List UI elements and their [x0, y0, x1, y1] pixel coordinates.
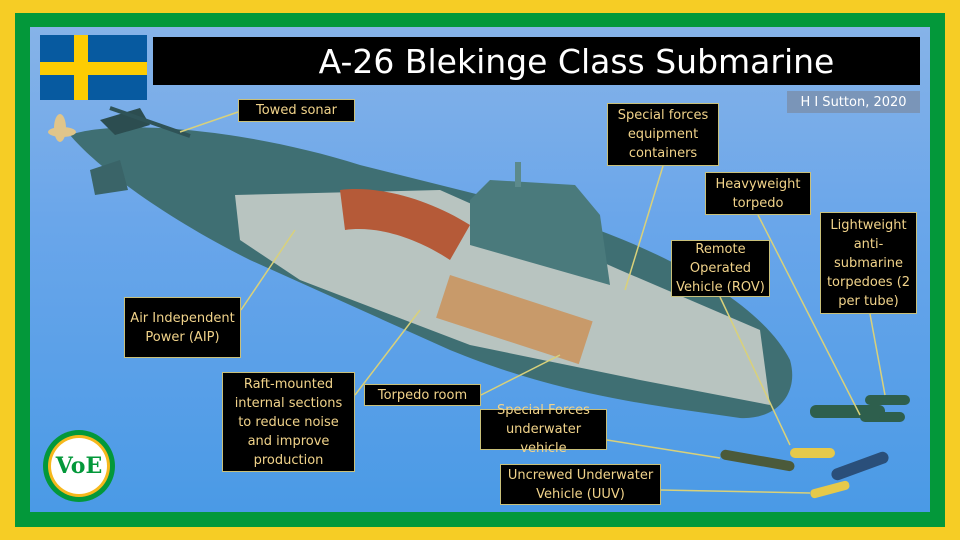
- label-uuv: Uncrewed Underwater Vehicle (UUV): [500, 464, 661, 505]
- propeller-icon: [48, 114, 76, 142]
- sweden-flag: [40, 35, 147, 100]
- rudder-fin: [90, 160, 128, 195]
- label-sf-underwater-vehicle: Special Forces underwater vehicle: [480, 403, 607, 456]
- label-aip: Air Independent Power (AIP): [124, 297, 241, 358]
- torpedoes: [720, 395, 910, 499]
- label-towed-sonar: Towed sonar: [238, 99, 355, 122]
- logo-text: VoE: [51, 438, 107, 494]
- leader-lines: [179, 111, 886, 494]
- author-credit: H I Sutton, 2020: [787, 91, 920, 113]
- label-rov: Remote Operated Vehicle (ROV): [671, 240, 770, 297]
- pressure-hull-section: [340, 189, 470, 260]
- label-raft-mounted: Raft-mounted internal sections to reduce…: [222, 372, 355, 472]
- page-title: A-26 Blekinge Class Submarine: [153, 37, 920, 85]
- label-torpedo-room: Torpedo room: [364, 384, 481, 406]
- sail: [470, 180, 610, 285]
- voe-logo: VoE: [43, 430, 115, 502]
- mast: [515, 162, 521, 187]
- stern-fin: [100, 108, 150, 135]
- label-heavyweight-torpedo: Heavyweight torpedo: [705, 172, 811, 215]
- label-special-forces-containers: Special forces equipment containers: [607, 103, 719, 166]
- towed-sonar-rod: [109, 106, 191, 138]
- internal-modules: [436, 275, 593, 365]
- label-lightweight-torpedoes: Lightweight anti-submarine torpedoes (2 …: [820, 212, 917, 314]
